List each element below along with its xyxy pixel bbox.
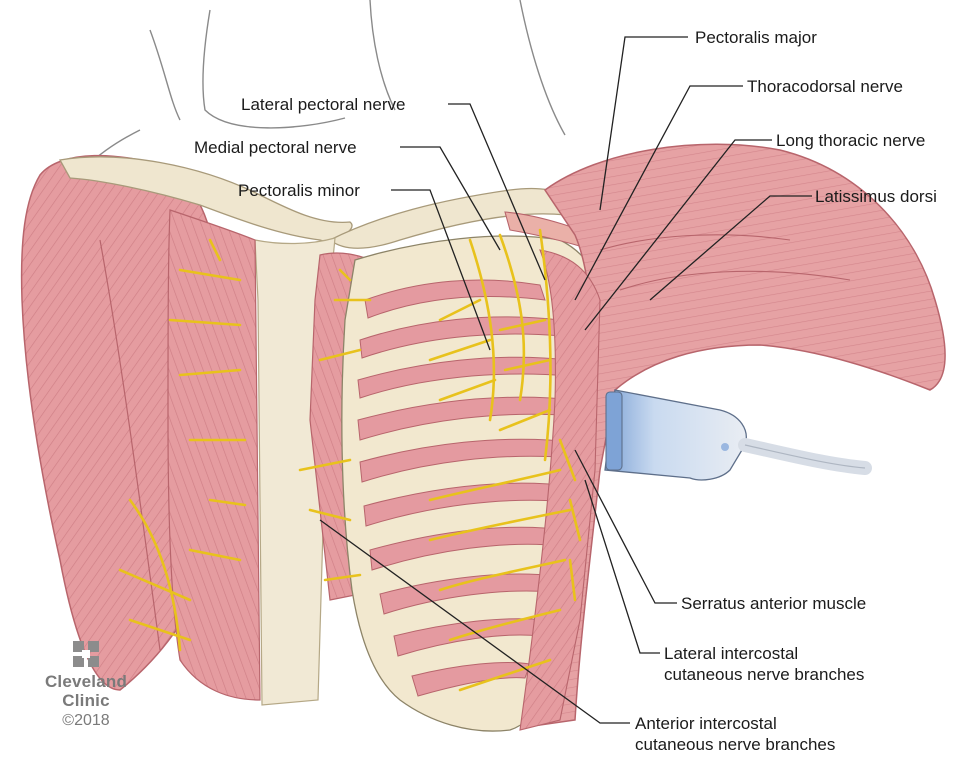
ultrasound-probe — [605, 390, 865, 480]
left-pectoral-muscle — [168, 210, 260, 700]
label-thoracodorsal-nerve: Thoracodorsal nerve — [747, 76, 903, 97]
label-latissimus-dorsi: Latissimus dorsi — [815, 186, 937, 207]
label-medial-pectoral-nerve: Medial pectoral nerve — [194, 137, 357, 158]
cleveland-clinic-mark-icon — [72, 640, 100, 668]
logo-name-line2: Clinic — [36, 691, 136, 710]
label-lateral-intercostal-line1: Lateral intercostal — [664, 643, 864, 664]
cleveland-clinic-logo: Cleveland Clinic ©2018 — [36, 640, 136, 732]
label-pectoralis-minor: Pectoralis minor — [238, 180, 360, 201]
logo-copyright: ©2018 — [36, 710, 136, 732]
label-serratus-anterior-muscle: Serratus anterior muscle — [681, 593, 866, 614]
label-anterior-intercostal-line1: Anterior intercostal — [635, 713, 835, 734]
label-lateral-intercostal-branches: Lateral intercostal cutaneous nerve bran… — [664, 643, 864, 685]
label-lateral-pectoral-nerve: Lateral pectoral nerve — [241, 94, 405, 115]
label-pectoralis-major: Pectoralis major — [695, 27, 817, 48]
label-anterior-intercostal-branches: Anterior intercostal cutaneous nerve bra… — [635, 713, 835, 755]
label-anterior-intercostal-line2: cutaneous nerve branches — [635, 734, 835, 755]
label-lateral-intercostal-line2: cutaneous nerve branches — [664, 664, 864, 685]
logo-name-line1: Cleveland — [36, 672, 136, 691]
label-long-thoracic-nerve: Long thoracic nerve — [776, 130, 925, 151]
